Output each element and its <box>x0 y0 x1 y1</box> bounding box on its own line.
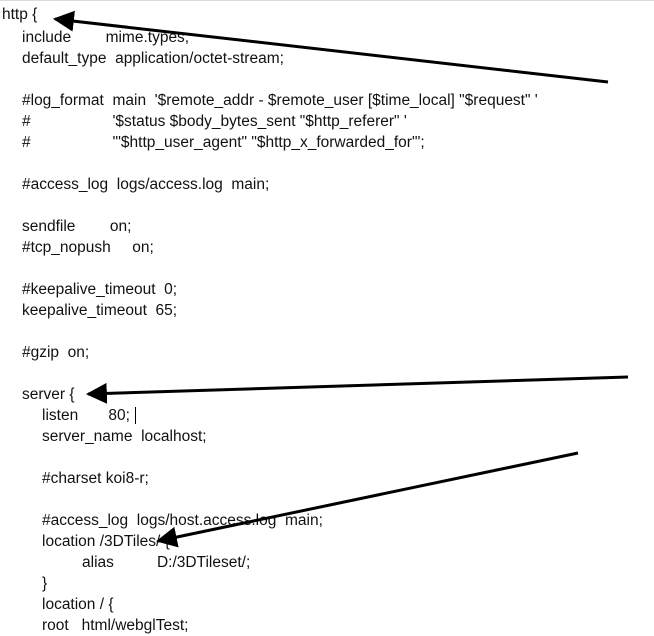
code-line-keepalive-commented: #keepalive_timeout 0; <box>22 281 178 298</box>
code-line-location-close: } <box>42 575 48 592</box>
code-line-alias: alias D:/3DTileset/; <box>82 554 251 571</box>
code-line-charset: #charset koi8-r; <box>42 470 149 487</box>
arrow-to-server <box>85 375 629 404</box>
code-line-default-type: default_type application/octet-stream; <box>22 50 284 67</box>
code-line-server-block: server { <box>22 386 75 403</box>
code-line-http-block: http { <box>2 6 38 23</box>
arrow-to-http <box>52 10 609 84</box>
code-line-sendfile: sendfile on; <box>22 218 132 235</box>
code-line-access-log: #access_log logs/access.log main; <box>22 176 270 193</box>
code-line-log-format: #log_format main '$remote_addr - $remote… <box>22 92 538 109</box>
top-border <box>0 0 654 1</box>
code-line-server-name: server_name localhost; <box>42 428 207 445</box>
arrow-to-location <box>155 451 579 548</box>
code-line-log-format-cont-2: # '"$http_user_agent" "$http_x_forwarded… <box>22 134 425 151</box>
code-line-host-access-log: #access_log logs/host.access.log main; <box>42 512 323 529</box>
code-line-log-format-cont-1: # '$status $body_bytes_sent "$http_refer… <box>22 113 407 130</box>
code-line-gzip: #gzip on; <box>22 344 90 361</box>
code-line-keepalive-timeout: keepalive_timeout 65; <box>22 302 178 319</box>
code-line-tcp-nopush: #tcp_nopush on; <box>22 239 154 256</box>
text-cursor <box>135 407 136 424</box>
code-line-location-root: location / { <box>42 596 114 613</box>
code-line-listen: listen 80; <box>42 407 130 424</box>
